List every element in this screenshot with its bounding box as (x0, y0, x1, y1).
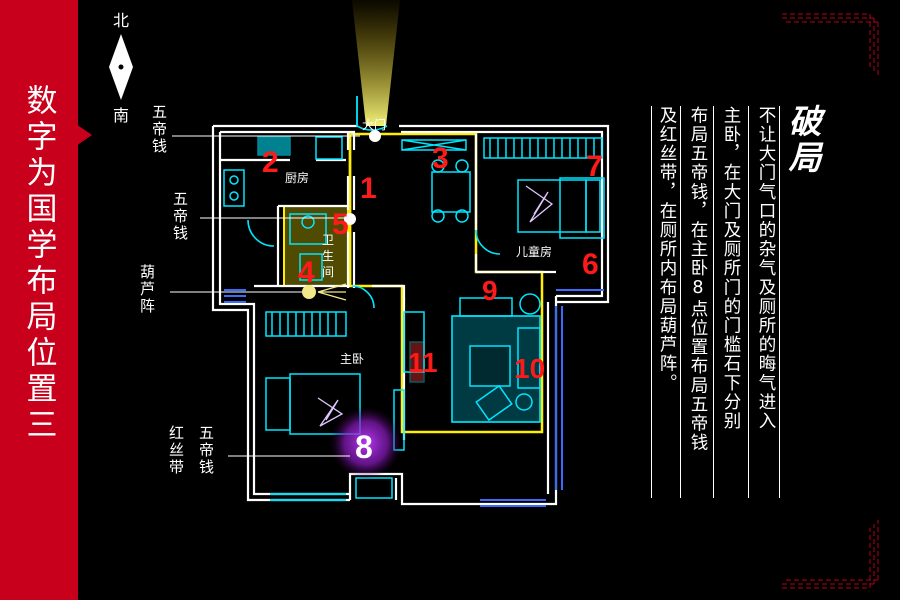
annotation-hongsi: 红丝带 (167, 425, 185, 476)
furniture (223, 136, 605, 507)
marker-7: 7 (586, 150, 603, 183)
compass-north-label: 北 (113, 11, 129, 30)
explanation-line-2: 主卧，在大门及厕所门的门槛石下分别 (721, 106, 741, 431)
heading: 破局 (783, 104, 822, 176)
marker-dot-hulu (302, 285, 316, 299)
marker-5: 5 (332, 208, 349, 241)
room-label-bathroom: 卫 生 间 (322, 233, 338, 279)
marker-dot-bath-door (344, 213, 356, 225)
compass-south-label: 南 (113, 106, 129, 125)
sidebar: 数字为国学布局位置三 (0, 0, 78, 600)
room-label-kitchen: 厨房 (285, 170, 309, 185)
marker-dot-door (369, 130, 381, 142)
floor-plan: 北 南 (109, 0, 610, 507)
sidebar-notch (76, 124, 92, 146)
annotation-wudi-2: 五帝钱 (171, 191, 189, 242)
room-label-master: 主卧 (340, 352, 364, 366)
annotation-wudi-1: 五帝钱 (150, 104, 168, 155)
annotation-leaders (170, 135, 360, 457)
corner-decoration (782, 13, 879, 589)
room-label-main-door: 大门 (362, 117, 386, 132)
marker-2: 2 (262, 146, 279, 179)
marker-3: 3 (432, 142, 449, 175)
bed-patterns (317, 185, 554, 427)
marker-9: 9 (482, 275, 498, 306)
annotation-wudi-3: 五帝钱 (197, 425, 215, 476)
compass: 北 南 (109, 11, 133, 125)
marker-10: 10 (514, 353, 545, 384)
spray-lines (317, 283, 347, 301)
light-beam (352, 0, 400, 126)
marker-1: 1 (360, 172, 377, 205)
room-labels: 大门 厨房 儿童房 主卧 (285, 117, 552, 366)
sidebar-title: 数字为国学布局位置三 (20, 84, 57, 444)
room-label-children: 儿童房 (516, 244, 552, 259)
marker-11: 11 (408, 347, 438, 378)
annotation-hulu: 葫芦阵 (138, 264, 156, 315)
highlight-glow-8 (330, 407, 402, 479)
position-markers: 1 2 3 4 5 6 7 8 9 10 11 (262, 142, 603, 465)
marker-4: 4 (298, 256, 315, 289)
explanation-line-4: 及红丝带，在厕所内布局葫芦阵。 (657, 106, 677, 393)
door-swings (247, 96, 501, 309)
explanation-panel: 不让大门气口的杂气及厕所的晦气进入 主卧，在大门及厕所门的门槛石下分别 布局五帝… (651, 106, 781, 498)
marker-8: 8 (355, 429, 373, 465)
explanation-line-1: 不让大门气口的杂气及厕所的晦气进入 (756, 106, 776, 431)
explanation-line-3: 布局五帝钱，在主卧8点位置布局五帝钱 (688, 106, 708, 453)
marker-6: 6 (582, 248, 599, 281)
